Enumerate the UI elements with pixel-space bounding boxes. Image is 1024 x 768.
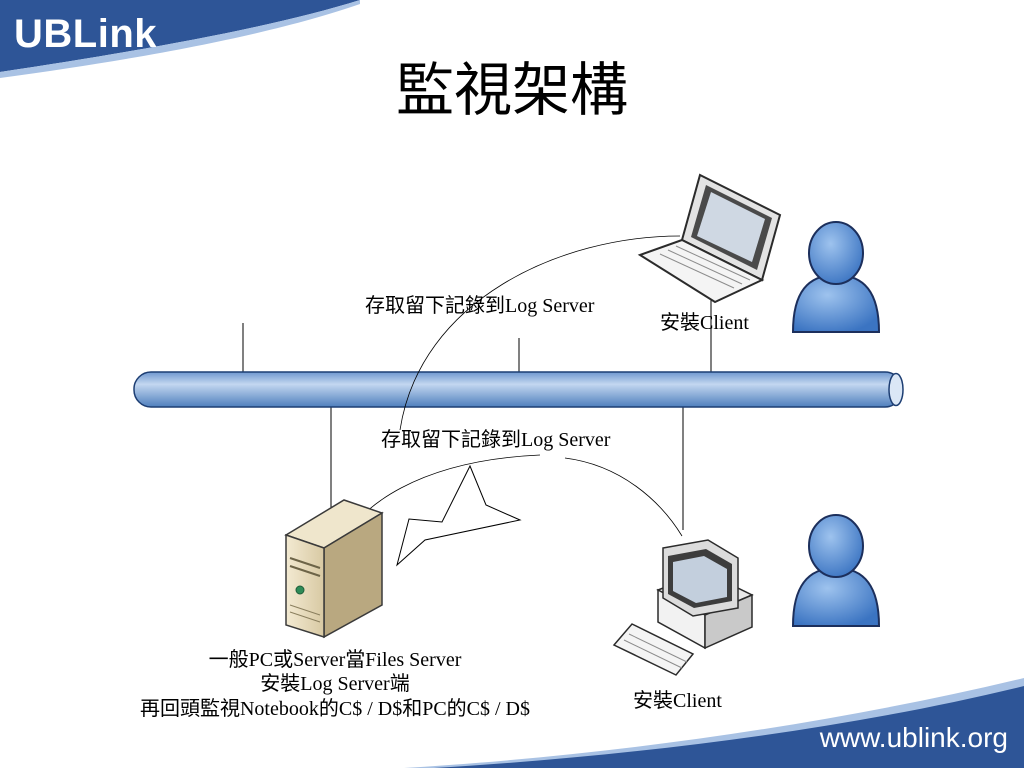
laptop-icon xyxy=(637,173,782,304)
server-icon xyxy=(284,499,384,639)
network-backbone xyxy=(133,371,904,408)
footer-banner xyxy=(404,678,1024,768)
install-client-label-notebook: 安裝Client xyxy=(660,312,749,334)
logo-banner xyxy=(0,0,360,78)
network-drop-lines xyxy=(242,300,712,530)
user-icon xyxy=(791,221,881,333)
log-access-label-upper: 存取留下記錄到Log Server xyxy=(365,295,595,317)
install-client-label-pc: 安裝Client xyxy=(633,690,722,712)
arrow-icon xyxy=(396,464,522,567)
slide-title: 監視架構 xyxy=(395,58,628,123)
server-caption-line: 一般PC或Server當Files Server xyxy=(208,649,462,671)
server-caption-line: 再回頭監視Notebook的C$ / D$和PC的C$ / D$ xyxy=(139,697,531,720)
desktop-pc-icon xyxy=(612,539,754,676)
user-icon xyxy=(791,514,881,627)
brand-logo: UBLink xyxy=(14,12,157,56)
website-url: www.ublink.org xyxy=(819,722,1008,753)
log-access-label-lower: 存取留下記錄到Log Server xyxy=(381,429,611,451)
server-caption-line: 安裝Log Server端 xyxy=(260,673,410,696)
server-caption: 一般PC或Server當Files Server 安裝Log Server端 再… xyxy=(80,648,590,721)
